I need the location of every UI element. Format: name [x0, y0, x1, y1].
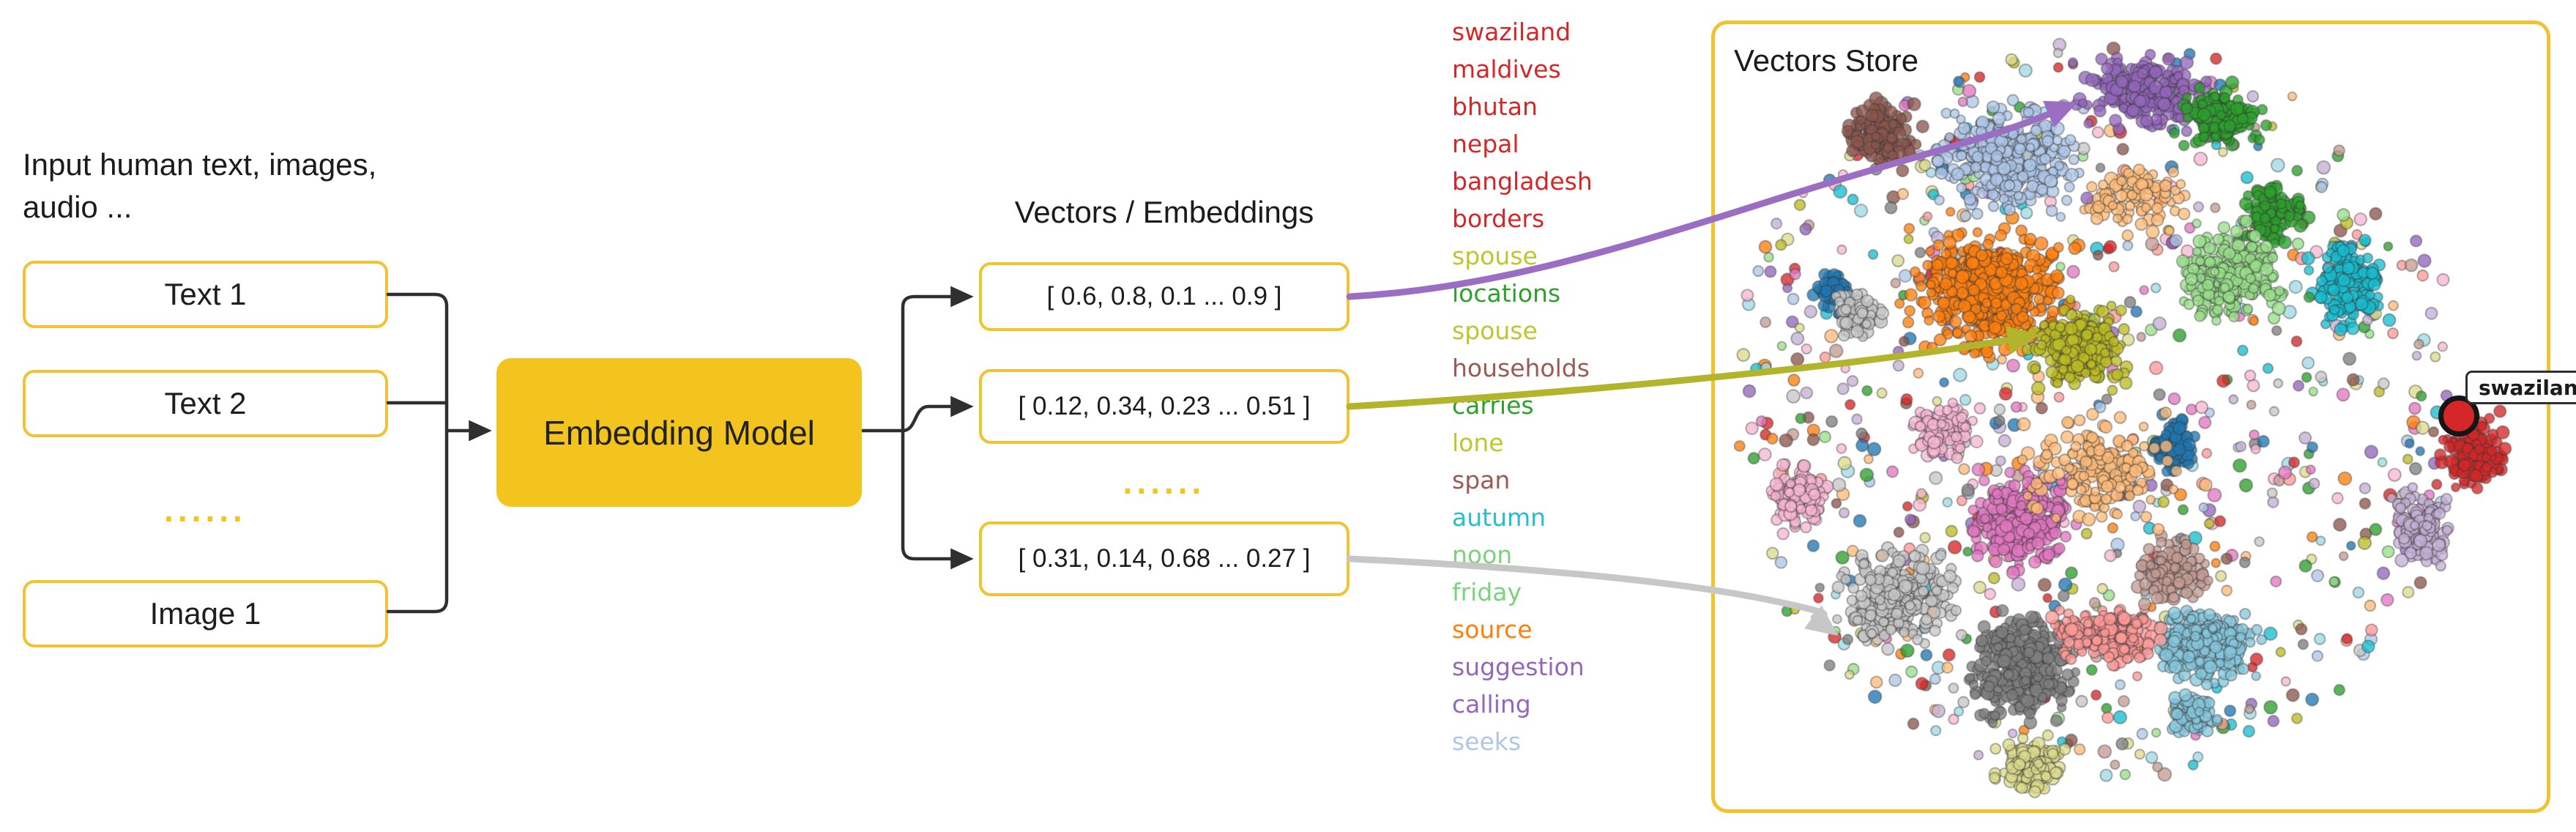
word-autumn: autumn	[1452, 503, 1546, 532]
input-ellipsis: ......	[164, 491, 247, 529]
embedding-model-box: Embedding Model	[496, 358, 862, 507]
vector-bus-mid	[901, 395, 974, 433]
word-seeks: seeks	[1452, 727, 1522, 756]
point-tooltip: swaziland	[2465, 371, 2576, 404]
word-spouse: spouse	[1452, 316, 1538, 345]
word-friday: friday	[1452, 578, 1522, 606]
word-list: swaziland maldives bhutan nepal bangladesh bo…	[1452, 13, 1593, 760]
word-carries: carries	[1452, 391, 1534, 420]
word-borders: borders	[1452, 204, 1545, 233]
word-span: span	[1452, 466, 1511, 494]
input-box-list: Text 1 Text 2...... Image 1	[23, 0, 388, 832]
input-box-4: Image 1	[23, 580, 388, 647]
word-maldives: maldives	[1452, 55, 1561, 83]
vector-box-1: [ 0.6, 0.8, 0.1 ... 0.9 ]	[979, 262, 1350, 331]
vector-bus-bottom	[901, 428, 974, 570]
input-box-1: Text 1	[23, 261, 388, 328]
vector-box-4: [ 0.31, 0.14, 0.68 ... 0.27 ]	[979, 521, 1350, 596]
word-spouse: spouse	[1452, 242, 1538, 270]
word-suggestion: suggestion	[1452, 653, 1585, 681]
input-bus-line	[386, 292, 449, 614]
word-noon: noon	[1452, 541, 1513, 569]
embedding-model-label: Embedding Model	[543, 413, 815, 452]
word-calling: calling	[1452, 690, 1531, 718]
vector-box-list: [ 0.6, 0.8, 0.1 ... 0.9 ] [ 0.12, 0.34, 0…	[979, 0, 1350, 832]
word-locations: locations	[1452, 279, 1561, 308]
embedding-scatter-plot	[1715, 24, 2547, 809]
word-source: source	[1452, 615, 1533, 644]
word-swaziland: swaziland	[1452, 18, 1571, 46]
word-households: households	[1452, 354, 1590, 382]
word-bhutan: bhutan	[1452, 92, 1538, 121]
vector-box-2: [ 0.12, 0.34, 0.23 ... 0.51 ]	[979, 369, 1350, 444]
vectors-store-panel: Vectors Store	[1711, 21, 2550, 813]
vectors-store-title: Vectors Store	[1734, 43, 1919, 78]
input-caption: Input human text, images, audio ...	[23, 147, 377, 224]
word-lone: lone	[1452, 428, 1504, 457]
input-box-2: Text 2	[23, 370, 388, 437]
word-bangladesh: bangladesh	[1452, 167, 1593, 196]
vector-ellipsis: ......	[1123, 463, 1206, 501]
word-nepal: nepal	[1452, 130, 1519, 158]
vector-bus-top	[901, 286, 974, 433]
vectors-title: Vectors / Embeddings	[1014, 195, 1314, 229]
